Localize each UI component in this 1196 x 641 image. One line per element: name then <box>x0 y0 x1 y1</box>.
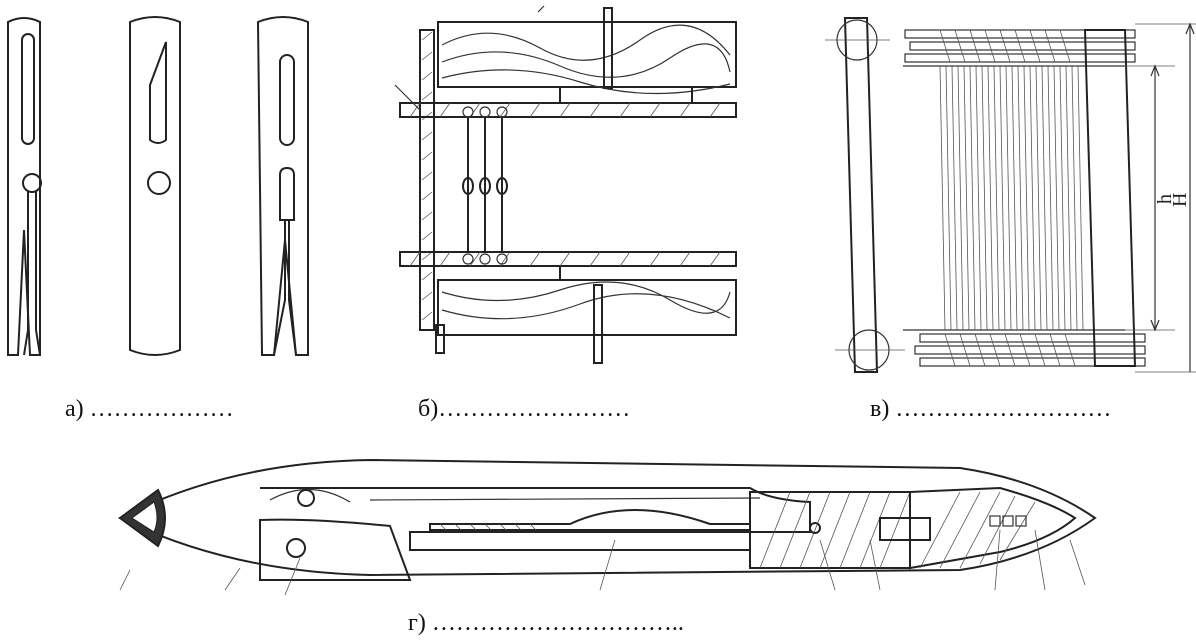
heddle-1 <box>7 17 42 356</box>
heddle-3 <box>256 16 309 356</box>
caption-g: г) ………………………….. <box>408 610 684 636</box>
heddle-2 <box>129 16 181 356</box>
dimension-label-H: H <box>1169 193 1191 207</box>
heddle-lines <box>939 65 1084 331</box>
lower-rods <box>903 329 1146 367</box>
figure-v-frame-view: h H <box>815 0 1196 380</box>
figure-b-frame-section <box>380 0 750 370</box>
heddle-wires <box>462 106 508 265</box>
caption-a: а) ……………… <box>65 396 234 422</box>
figure-g-shuttle <box>110 440 1100 600</box>
caption-v: в) ……………………… <box>870 396 1112 422</box>
dimension-label-h: h <box>1154 194 1176 204</box>
caption-b: б)…………………… <box>418 396 631 422</box>
figure-a-heddles <box>0 0 340 380</box>
upper-rods <box>903 29 1136 67</box>
